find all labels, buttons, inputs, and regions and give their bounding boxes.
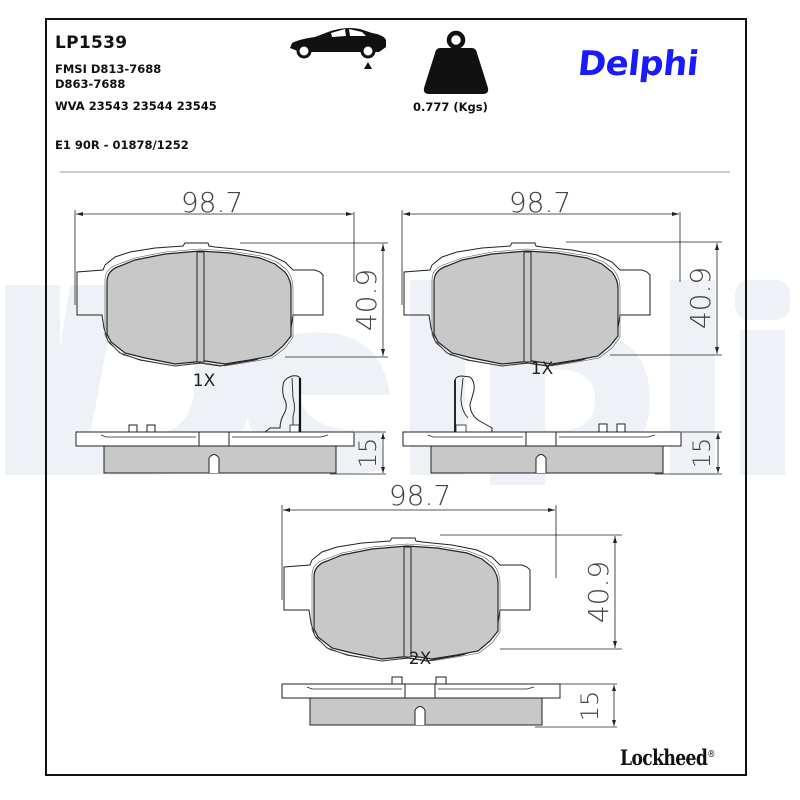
width-dimension: 98.7 xyxy=(509,186,571,219)
fmsi-code: FMSI D813-7688 xyxy=(55,62,162,76)
height-dimension: 40.9 xyxy=(684,267,717,329)
car-rear-axle-icon xyxy=(290,28,386,69)
thickness-dimension: 15 xyxy=(688,438,716,469)
width-dimension: 98.7 xyxy=(181,186,243,219)
lockheed-wordmark: Lockheed xyxy=(620,745,708,770)
height-dimension: 40.9 xyxy=(582,561,615,623)
weight-value: 0.777 (Kgs) xyxy=(413,100,488,114)
lockheed-logo: Lockheed® xyxy=(620,745,715,770)
pad-a-side-view: 15 xyxy=(75,375,386,475)
ece-approval: E1 90R - 01878/1252 xyxy=(55,138,189,152)
pad-c-side-view: 15 xyxy=(281,676,617,728)
registered-mark: ® xyxy=(707,749,715,760)
delphi-logo: Delphi xyxy=(575,44,701,84)
quantity-label: 1X xyxy=(531,359,554,379)
quantity-label: 2X xyxy=(409,649,432,669)
quantity-label: 1X xyxy=(193,371,216,391)
part-number: LP1539 xyxy=(55,33,128,53)
wear-clip xyxy=(454,375,493,433)
drawing-frame xyxy=(45,18,747,776)
pad-b-front-view: 98.7 40.9 1X xyxy=(401,186,722,379)
fmsi-code-alt: D863-7688 xyxy=(55,77,126,91)
width-dimension: 98.7 xyxy=(389,479,451,512)
wear-clip xyxy=(264,375,302,433)
weight-icon xyxy=(423,30,489,94)
wva-numbers: WVA 23543 23544 23545 xyxy=(55,99,217,113)
thickness-dimension: 15 xyxy=(354,438,382,469)
pad-a-front-view: 98.7 40.9 1X xyxy=(74,186,388,391)
pad-b-side-view: 15 xyxy=(402,375,722,475)
thickness-dimension: 15 xyxy=(576,691,604,722)
pad-c-front-view: 98.7 40.9 2X xyxy=(281,479,622,669)
height-dimension: 40.9 xyxy=(350,269,383,331)
